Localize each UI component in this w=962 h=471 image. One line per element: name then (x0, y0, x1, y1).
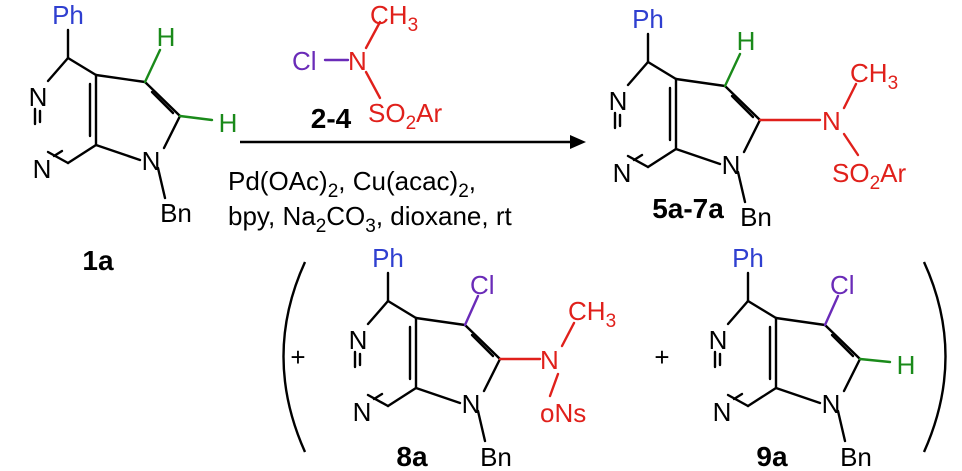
reaction-conditions: Pd(OAc)2, Cu(acac)2, bpy, Na2CO3, dioxan… (228, 166, 512, 237)
compound-label-1a: 1a (82, 245, 114, 276)
nitrogen-label: N (353, 397, 372, 427)
nitrogen-label: N (33, 154, 52, 184)
nitrogen-label: N (540, 345, 559, 375)
compound-9a: Ph N N N Bn Cl H 9a (709, 243, 916, 471)
compound-label-8a: 8a (396, 441, 428, 471)
reagent-2-4: Cl N CH3 SO2Ar 2-4 (292, 0, 442, 134)
conditions-line-2: bpy, Na2CO3, dioxane, rt (228, 201, 512, 237)
hydrogen-label: H (157, 22, 176, 52)
phenyl-label: Ph (732, 243, 764, 273)
nitrogen-label: N (713, 397, 732, 427)
plus-sign: + (290, 342, 305, 372)
phenyl-label: Ph (372, 243, 404, 273)
right-parenthesis (922, 261, 947, 453)
nitrogen-label: N (822, 106, 841, 136)
methyl-label: CH3 (370, 0, 418, 36)
nitrogen-label: N (348, 46, 367, 76)
chlorine-label: Cl (292, 46, 317, 76)
sulfonyl-label: SO2Ar (368, 98, 442, 134)
side-products: + + Ph N N N B (282, 243, 947, 471)
nitrogen-label: N (349, 325, 368, 355)
chlorine-label: Cl (470, 270, 495, 300)
reaction-arrow (240, 135, 586, 149)
nitrogen-label: N (609, 86, 628, 116)
phenyl-label: Ph (632, 4, 664, 34)
nitrogen-label: N (613, 158, 632, 188)
compound-1a: Ph N N N Bn H H 1a (29, 0, 238, 276)
left-parenthesis (282, 261, 307, 453)
conditions-line-1: Pd(OAc)2, Cu(acac)2, (228, 166, 476, 202)
compound-label-9a: 9a (756, 441, 788, 471)
methyl-label: CH3 (568, 296, 616, 332)
benzyl-label: Bn (480, 442, 512, 471)
hydrogen-label: H (737, 26, 756, 56)
methyl-label: CH3 (850, 58, 898, 94)
compound-label-5a-7a: 5a-7a (652, 193, 724, 224)
nitrogen-label: N (722, 150, 741, 180)
nitrogen-label: N (709, 325, 728, 355)
hydrogen-label: H (219, 108, 238, 138)
compound-label-2-4: 2-4 (311, 103, 352, 134)
nitrogen-label: N (462, 389, 481, 419)
nitrogen-label: N (822, 389, 841, 419)
compound-5a-7a: Ph N N N Bn H N CH3 SO2Ar 5a-7a (609, 4, 907, 232)
nosyl-label: oNs (540, 398, 586, 428)
benzyl-label: Bn (740, 202, 772, 232)
nitrogen-label: N (29, 82, 48, 112)
hydrogen-label: H (897, 350, 916, 380)
chlorine-label: Cl (830, 270, 855, 300)
nitrogen-label: N (142, 146, 161, 176)
phenyl-label: Ph (52, 0, 84, 30)
benzyl-label: Bn (840, 442, 872, 471)
benzyl-label: Bn (160, 198, 192, 228)
plus-sign: + (654, 342, 669, 372)
sulfonyl-label: SO2Ar (832, 158, 906, 194)
compound-8a: Ph N N N Bn Cl N CH3 oNs 8a (349, 243, 617, 471)
